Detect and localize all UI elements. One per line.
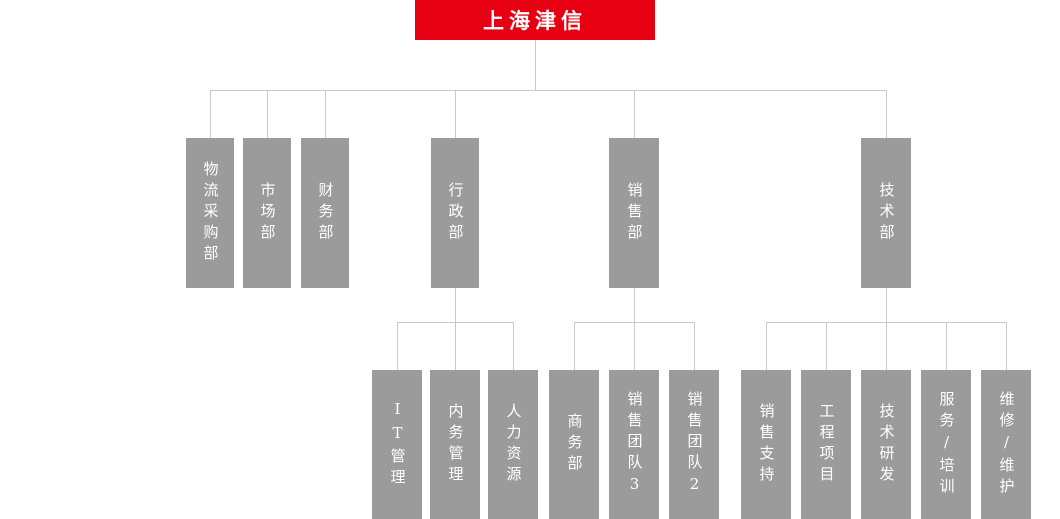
connector-drop-business xyxy=(574,322,575,370)
connector-drop-technology xyxy=(886,90,887,138)
connector-drop-it-management xyxy=(397,322,398,370)
node-administration: 行政部 xyxy=(431,138,479,288)
node-engineering-projects: 工程项目 xyxy=(801,370,851,519)
node-internal-affairs: 内务管理 xyxy=(430,370,480,519)
connector-drop-logistics xyxy=(210,90,211,138)
node-sales: 销售部 xyxy=(609,138,659,288)
node-root: 上海津信 xyxy=(415,0,655,40)
node-it-management: IT管理 xyxy=(372,370,422,519)
connector-drop-human-resources xyxy=(513,322,514,370)
connector-administration-stem xyxy=(455,288,456,322)
node-human-resources: 人力资源 xyxy=(488,370,538,519)
node-sales-team-3: 销售团队3 xyxy=(609,370,659,519)
node-service-training: 服务/培训 xyxy=(921,370,971,519)
connector-drop-marketing xyxy=(267,90,268,138)
connector-drop-internal-affairs xyxy=(455,322,456,370)
connector-drop-finance xyxy=(325,90,326,138)
node-repair-maintenance: 维修/维护 xyxy=(981,370,1031,519)
connector-drop-sales-team-2 xyxy=(694,322,695,370)
node-tech-rd: 技术研发 xyxy=(861,370,911,519)
node-sales-team-2: 销售团队2 xyxy=(669,370,719,519)
connector-drop-administration xyxy=(455,90,456,138)
connector-sales-stem xyxy=(634,288,635,322)
node-technology: 技术部 xyxy=(861,138,911,288)
connector-root-stem xyxy=(535,40,536,90)
connector-drop-service-training xyxy=(946,322,947,370)
node-sales-support: 销售支持 xyxy=(741,370,791,519)
node-finance: 财务部 xyxy=(301,138,349,288)
connector-level2-bar xyxy=(210,90,886,91)
connector-drop-engineering xyxy=(826,322,827,370)
node-marketing: 市场部 xyxy=(243,138,291,288)
connector-drop-sales-support xyxy=(766,322,767,370)
connector-technology-stem xyxy=(886,288,887,322)
connector-drop-tech-rd xyxy=(886,322,887,370)
connector-drop-sales xyxy=(634,90,635,138)
connector-drop-sales-team-3 xyxy=(634,322,635,370)
node-logistics-procurement: 物流采购部 xyxy=(186,138,234,288)
node-business-dept: 商务部 xyxy=(549,370,599,519)
connector-drop-repair-maintenance xyxy=(1006,322,1007,370)
